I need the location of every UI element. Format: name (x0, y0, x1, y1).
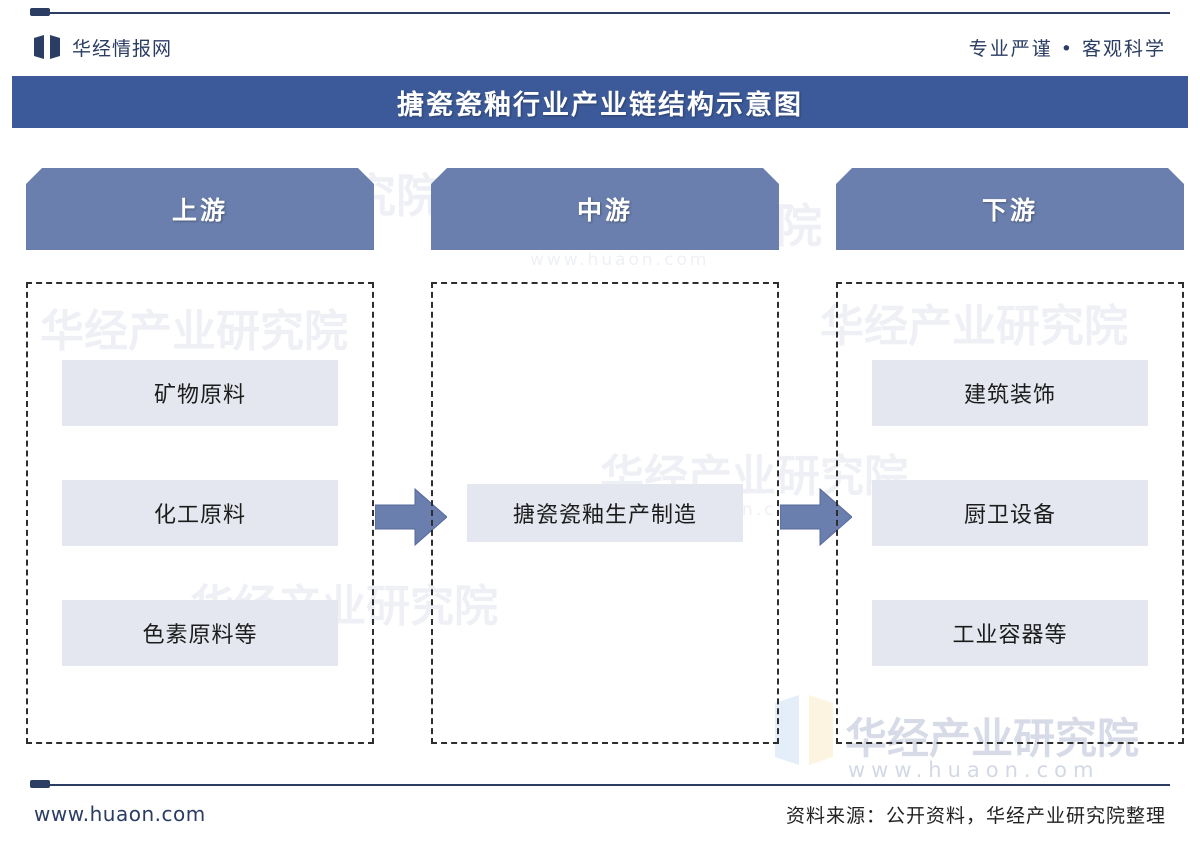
stage-body-downstream: 建筑装饰 厨卫设备 工业容器等 (836, 282, 1184, 744)
node-label: 厨卫设备 (963, 503, 1056, 528)
stage-header-downstream[interactable]: 下游 (836, 168, 1184, 250)
diagram-stage: 上游 矿物原料 化工原料 色素原料等 中游 (0, 130, 1200, 780)
stage-header-upstream[interactable]: 上游 (26, 168, 374, 250)
stage-header-midstream[interactable]: 中游 (431, 168, 779, 250)
node-box[interactable]: 建筑装饰 (872, 360, 1148, 426)
footer-divider-cap (30, 780, 50, 788)
header-tagline: 专业严谨 • 客观科学 (968, 37, 1166, 60)
node-box[interactable]: 搪瓷瓷釉生产制造 (467, 484, 743, 542)
node-label: 色素原料等 (142, 623, 258, 648)
node-box[interactable]: 矿物原料 (62, 360, 338, 426)
page-title: 搪瓷瓷釉行业产业链结构示意图 (397, 89, 803, 121)
stage-header-label: 中游 (576, 196, 633, 225)
node-label: 搪瓷瓷釉生产制造 (512, 503, 697, 528)
node-box[interactable]: 工业容器等 (872, 600, 1148, 666)
stage-header-label: 上游 (171, 196, 228, 225)
title-banner: 搪瓷瓷釉行业产业链结构示意图 (12, 76, 1188, 128)
node-box[interactable]: 厨卫设备 (872, 480, 1148, 546)
node-label: 矿物原料 (153, 383, 246, 408)
node-label: 建筑装饰 (963, 383, 1056, 408)
stage-body-midstream: 搪瓷瓷釉生产制造 (431, 282, 779, 744)
open-book-logo-icon (34, 35, 60, 59)
page-header: 华经情报网 专业严谨 • 客观科学 (0, 22, 1200, 72)
stage-header-label: 下游 (981, 196, 1038, 225)
footer-url[interactable]: www.huaon.com (34, 802, 206, 826)
brand-name: 华经情报网 (72, 37, 173, 60)
node-label: 工业容器等 (952, 623, 1068, 648)
footer-divider-rule (30, 784, 1170, 786)
stage-body-upstream: 矿物原料 化工原料 色素原料等 (26, 282, 374, 744)
node-label: 化工原料 (153, 503, 246, 528)
node-box[interactable]: 化工原料 (62, 480, 338, 546)
brand[interactable]: 华经情报网 (34, 34, 172, 61)
footer-source-note: 资料来源：公开资料，华经产业研究院整理 (785, 804, 1166, 827)
node-box[interactable]: 色素原料等 (62, 600, 338, 666)
page-footer: www.huaon.com 资料来源：公开资料，华经产业研究院整理 (0, 788, 1200, 840)
top-divider-cap (30, 8, 50, 16)
top-divider-rule (30, 12, 1170, 14)
